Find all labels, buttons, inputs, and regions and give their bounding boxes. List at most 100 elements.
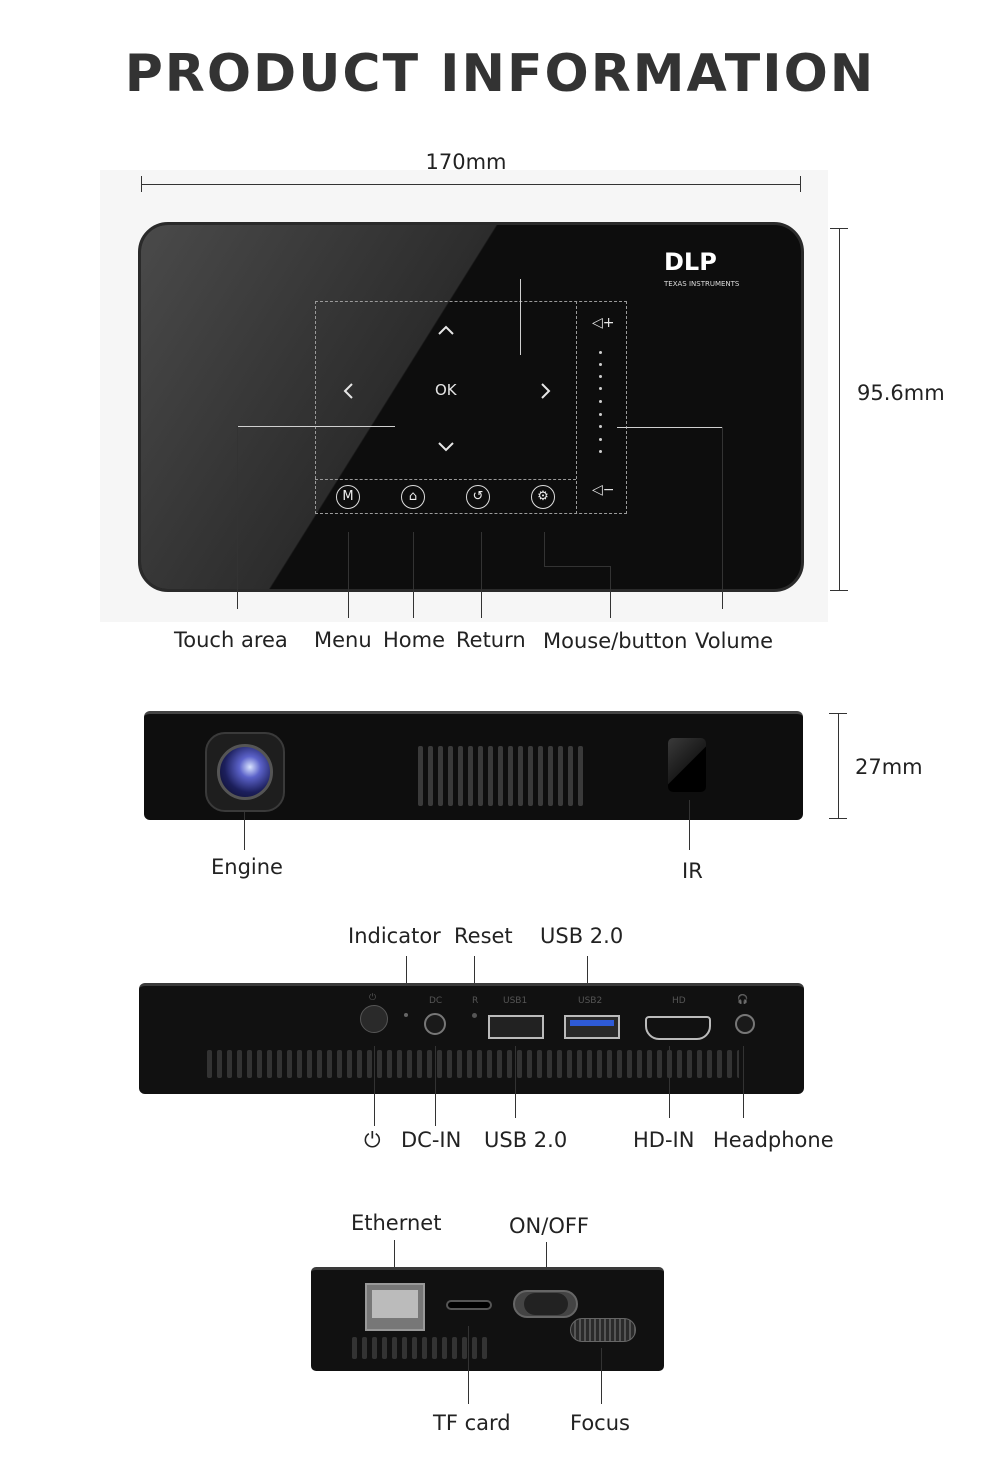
mouse-button-label: Mouse/button [543, 629, 688, 653]
ethernet-leader [394, 1240, 395, 1284]
indicator-label: Indicator [348, 924, 441, 948]
hd-in-port[interactable] [645, 1016, 711, 1040]
width-dimension-tick-right [800, 176, 801, 192]
hd-in-leader [669, 1046, 670, 1118]
return-icon[interactable]: ↺ [466, 485, 490, 509]
touch-divider-horizontal [315, 479, 576, 480]
glass-reflection [141, 225, 801, 589]
power-port-print: ⏻ [369, 993, 377, 1003]
focus-wheel[interactable] [570, 1318, 636, 1342]
touch-area-leader [237, 426, 395, 427]
hd-port-print: HD [672, 996, 686, 1006]
height-dimension-label: 95.6mm [857, 381, 945, 405]
menu-icon[interactable]: M [336, 485, 360, 509]
indicator-light [404, 1013, 408, 1017]
ir-leader [689, 800, 690, 850]
thickness-dimension-label: 27mm [855, 755, 923, 779]
dlp-logo-text: DLP [664, 248, 717, 276]
tf-card-leader [468, 1326, 469, 1404]
usb-bottom-leader [515, 1046, 516, 1118]
dc-in-label: DC-IN [401, 1128, 462, 1152]
height-dimension-tick-top [830, 228, 848, 229]
onoff-switch-knob[interactable] [524, 1293, 568, 1315]
headphone-label: Headphone [713, 1128, 834, 1152]
ok-button[interactable]: OK [435, 381, 457, 399]
mouse-leader-lower [610, 566, 611, 618]
headphone-jack[interactable] [735, 1014, 755, 1034]
usb-top-label: USB 2.0 [540, 924, 624, 948]
rear-vent-grille [207, 1050, 739, 1078]
headphone-leader [743, 1046, 744, 1118]
width-dimension-line [141, 184, 801, 185]
touch-area-label: Touch area [174, 628, 288, 652]
ir-label: IR [682, 859, 703, 883]
volume-label: Volume [695, 629, 774, 653]
return-leader [481, 532, 482, 618]
width-dimension-tick-left [141, 176, 142, 192]
volume-level-dot [599, 413, 602, 416]
volume-level-dot [599, 400, 602, 403]
mouse-button-icon[interactable]: ⚙ [531, 485, 555, 509]
touch-area[interactable] [315, 301, 627, 514]
mouse-leader-horizontal [544, 566, 610, 567]
volume-level-dot [599, 425, 602, 428]
ethernet-label: Ethernet [351, 1211, 442, 1235]
chevron-down-icon[interactable] [437, 441, 455, 453]
power-icon: ⏻ [364, 1128, 381, 1152]
width-dimension-label: 170mm [425, 150, 507, 174]
volume-leader-vertical [722, 427, 723, 609]
home-leader [413, 532, 414, 618]
usb-port-2[interactable] [564, 1015, 620, 1039]
usb2-port-print: USB2 [578, 996, 603, 1006]
chevron-up-icon[interactable] [437, 324, 455, 336]
lens-icon [217, 744, 273, 800]
vent-grille [418, 746, 583, 806]
return-label: Return [456, 628, 526, 652]
dc-port-print: DC [429, 996, 443, 1006]
height-dimension-line [839, 228, 840, 590]
height-dimension-tick-bottom [830, 590, 848, 591]
indicator-leader [406, 956, 407, 994]
focus-label: Focus [570, 1411, 630, 1435]
volume-level-dot [599, 387, 602, 390]
tf-card-label: TF card [433, 1411, 511, 1435]
home-label: Home [383, 628, 446, 652]
onoff-label: ON/OFF [509, 1214, 590, 1238]
tf-card-slot[interactable] [446, 1300, 492, 1310]
inner-guide-line [520, 279, 521, 355]
projector-top-view [138, 222, 804, 592]
volume-level-dot [599, 363, 602, 366]
hd-in-label: HD-IN [633, 1128, 695, 1152]
menu-leader [348, 532, 349, 618]
volume-level-dot [599, 351, 602, 354]
dlp-logo: DLP TEXAS INSTRUMENTS [664, 250, 744, 294]
chevron-right-icon[interactable] [540, 382, 552, 400]
engine-leader [244, 812, 245, 850]
side-vent-grille [352, 1337, 492, 1359]
mouse-leader-upper [544, 532, 545, 566]
home-icon[interactable]: ⌂ [401, 485, 425, 509]
ir-receiver [668, 738, 706, 792]
usb-top-leader [587, 956, 588, 994]
chevron-left-icon[interactable] [342, 382, 354, 400]
volume-level-dot [599, 450, 602, 453]
volume-down-icon[interactable]: ◁− [592, 482, 615, 498]
headphone-port-print: 🎧 [737, 995, 749, 1005]
engine-label: Engine [211, 855, 283, 879]
volume-up-icon[interactable]: ◁+ [592, 315, 615, 331]
touch-area-leader-vertical [237, 426, 238, 609]
onoff-leader [546, 1242, 547, 1290]
usb-port-1[interactable] [488, 1015, 544, 1039]
dc-in-port[interactable] [424, 1013, 446, 1035]
usb3-blue-tongue [570, 1020, 614, 1026]
power-button[interactable] [360, 1005, 388, 1033]
thickness-dimension-line [838, 713, 839, 818]
volume-leader [617, 427, 722, 428]
touch-divider-vertical [576, 301, 577, 514]
usb-bottom-label: USB 2.0 [484, 1128, 568, 1152]
page-title: PRODUCT INFORMATION [124, 44, 876, 104]
thickness-dimension-tick-top [829, 713, 847, 714]
reset-pinhole[interactable] [472, 1013, 477, 1018]
focus-leader [601, 1348, 602, 1404]
volume-level-dot [599, 375, 602, 378]
